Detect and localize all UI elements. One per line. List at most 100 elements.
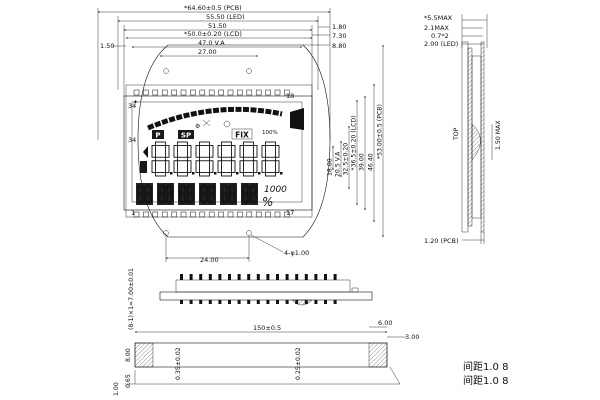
decimal-point (258, 172, 261, 175)
segment (243, 200, 248, 204)
dim-led-width: 55.50 (LED) (206, 13, 244, 21)
pin-view-pin (180, 274, 183, 280)
pin-label-right-bottom: 17 (286, 209, 294, 217)
segment (222, 184, 227, 188)
segment (141, 186, 145, 194)
segment (209, 160, 214, 173)
pin-top (180, 89, 187, 96)
pin-bottom (190, 211, 196, 218)
segment (177, 172, 188, 177)
segment (179, 194, 182, 202)
fpc-length: 150±0.5 (253, 324, 281, 332)
dim-7-30: 7.30 (332, 32, 346, 40)
segment (180, 192, 185, 196)
segment (137, 194, 140, 202)
small-digit-block (136, 183, 153, 205)
segment (149, 194, 152, 202)
segment (209, 184, 214, 188)
segment (253, 160, 258, 173)
dim-pcb-width: *64.60±0.5 (PCB) (184, 4, 242, 12)
segment (165, 145, 170, 158)
pin-view-pin (228, 274, 231, 280)
pin-view-pcb (159, 291, 373, 301)
segment (231, 145, 236, 158)
pin-view-pin-bottom (237, 300, 241, 304)
decimal-point (192, 172, 195, 175)
pin-top (255, 89, 262, 96)
side-lcd (461, 41, 469, 233)
segment (138, 184, 143, 188)
segment (177, 156, 188, 162)
dim-1-80: 1.80 (332, 23, 346, 31)
pin-view-pin (304, 274, 308, 280)
segment (212, 186, 215, 194)
dim-51-50: 51.50 (208, 22, 227, 30)
note-pitch-1: 间距1.0 8 (463, 360, 508, 373)
pin-top (265, 89, 271, 96)
pin-view-pin-bottom (218, 300, 222, 304)
dim-side-led: 2.00 (LED) (424, 40, 458, 48)
fpc-contacts-left (134, 342, 154, 368)
segment (144, 186, 148, 194)
big-digits (151, 141, 283, 177)
side-view: TOP 1.50 MAX *5.5MAX 2.1MAX 0.7*2 2.00 (… (424, 14, 502, 245)
segment (221, 141, 232, 146)
pin-bottom (237, 211, 243, 218)
fix-label: FIX (235, 131, 249, 140)
segment (188, 184, 193, 188)
pin-view-lcd (175, 279, 351, 293)
pin-view-pin-bottom (228, 300, 231, 304)
dim-1-50: 1.50 (100, 42, 114, 50)
side-component (471, 123, 481, 161)
segment (170, 186, 173, 194)
pin-view-pin-bottom (285, 300, 289, 304)
pin-row-bottom (133, 211, 290, 218)
dim-va-width: 47.0 V.A (198, 39, 225, 47)
pin-bottom (255, 211, 262, 218)
small-digit-block (199, 183, 216, 205)
segment (233, 194, 236, 202)
fix-label-box (231, 128, 253, 140)
pin-label-left-mid: 34 (128, 136, 136, 144)
segment (230, 200, 235, 204)
segment (243, 141, 254, 146)
segment (200, 194, 203, 202)
segment (275, 145, 280, 158)
segment (180, 200, 185, 204)
segment (254, 194, 257, 202)
dim-side-0-7: 0.7*2 (431, 32, 449, 40)
segment (217, 160, 222, 173)
segment (251, 184, 256, 188)
segment (158, 194, 161, 202)
fpc-tol2: 0.25±0.02 (295, 347, 302, 380)
segment (159, 200, 164, 204)
small-digit-block (220, 183, 237, 205)
segment (221, 156, 232, 162)
side-top-label: TOP (453, 127, 460, 141)
segment (146, 200, 151, 204)
segment (261, 160, 266, 173)
pin-row-top (133, 89, 290, 96)
fpc-pitch: (8-1)×1=7.00±0.01 (128, 268, 135, 330)
bottom-dimensions: 24.00 4-φ1.00 (165, 234, 309, 264)
side-pcb (480, 41, 485, 233)
vertical-dim-label: *36.5±0.20 (LCD) (351, 115, 358, 170)
pin-view-pin-bottom (276, 300, 279, 304)
segment (265, 156, 276, 162)
dim-holes: 4-φ1.00 (284, 249, 309, 257)
pin-view-pin-bottom (333, 300, 337, 304)
mount-hole-bottom-left (163, 230, 169, 236)
pin-view-pin-bottom (314, 300, 318, 304)
fpc-view: 150±0.5 6.00 3.00 (8-1)×1=7.00±0.01 8.00… (113, 268, 419, 396)
battery-icon (140, 161, 147, 173)
pin-view-pin-bottom (199, 300, 203, 304)
segment (186, 186, 190, 194)
small-digits (136, 183, 258, 205)
segment (212, 194, 215, 202)
segment (191, 194, 194, 202)
segment (221, 186, 224, 194)
segment (239, 145, 244, 158)
segment (165, 186, 169, 194)
vertical-dim-label: 39.00 (359, 153, 366, 171)
bar-graph-arc (147, 106, 283, 131)
